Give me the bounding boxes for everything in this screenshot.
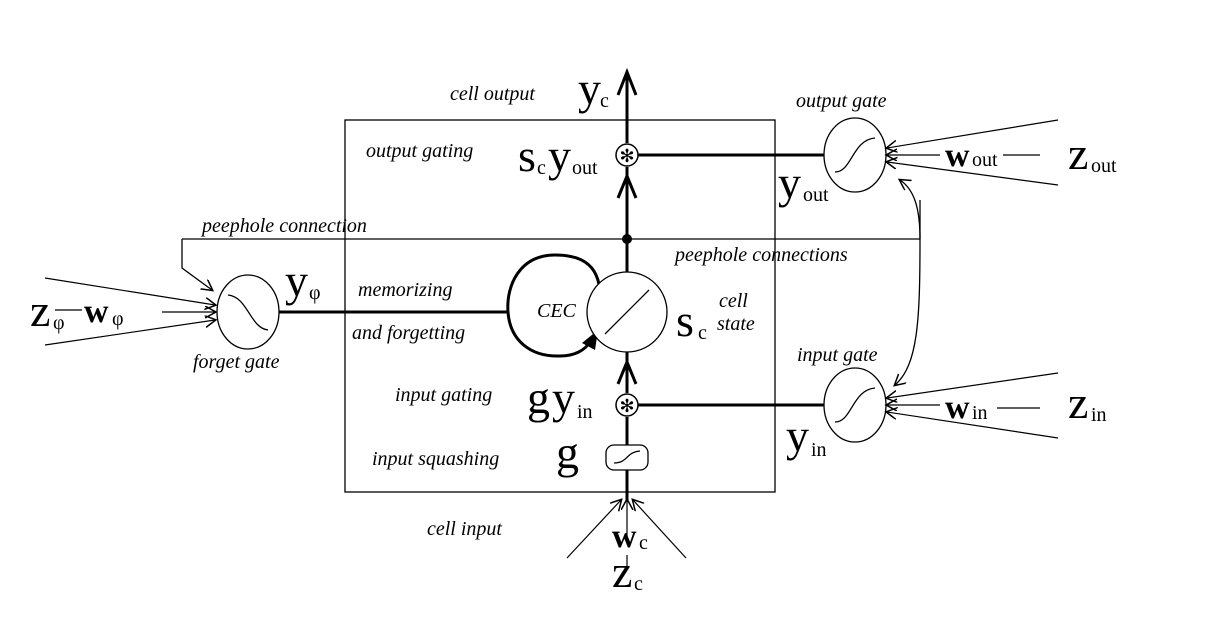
label-and-forgetting: and forgetting <box>352 322 465 344</box>
symbol-y-c: y c <box>578 63 609 114</box>
forget-gate-sigmoid <box>216 274 280 350</box>
symbol-w-in: w in <box>945 389 988 426</box>
svg-text:y: y <box>548 130 571 181</box>
svg-text:w: w <box>612 518 637 555</box>
cell-input-fan <box>566 500 687 568</box>
label-forget-gate: forget gate <box>193 351 280 373</box>
svg-text:w: w <box>84 293 109 330</box>
svg-text:y: y <box>778 157 801 208</box>
svg-text:g: g <box>556 427 579 478</box>
svg-text:w: w <box>945 137 970 174</box>
svg-text:z: z <box>1068 128 1088 179</box>
output-gate-fan <box>887 119 1059 186</box>
svg-text:in: in <box>1091 404 1107 426</box>
symbol-s-c-y-out: s c y out <box>518 130 598 181</box>
label-output-gate: output gate <box>796 90 887 112</box>
symbol-z-phi: z φ <box>30 285 65 336</box>
input-gate-sigmoid <box>823 367 887 443</box>
label-input-gating: input gating <box>395 384 492 406</box>
peephole-to-forget-gate <box>181 239 212 290</box>
symbol-y-out: y out <box>778 157 829 208</box>
svg-text:c: c <box>537 157 546 179</box>
svg-text:y: y <box>786 410 809 461</box>
svg-text:c: c <box>600 90 609 112</box>
input-squashing-node <box>605 444 649 471</box>
peephole-right-curve <box>900 180 921 240</box>
svg-text:y: y <box>578 63 601 114</box>
label-cell: cell <box>719 290 748 312</box>
svg-text:✻: ✻ <box>619 396 634 417</box>
svg-text:in: in <box>577 401 593 423</box>
output-gate-sigmoid <box>823 117 887 193</box>
cell-flow-arrows <box>616 67 638 385</box>
label-memorizing: memorizing <box>358 279 452 301</box>
svg-text:out: out <box>572 157 598 179</box>
symbol-w-c: w c <box>612 518 648 555</box>
svg-text:out: out <box>1091 155 1117 177</box>
svg-text:out: out <box>972 149 998 171</box>
svg-text:out: out <box>803 184 829 206</box>
svg-text:c: c <box>698 322 707 344</box>
symbol-y-phi: y φ <box>285 255 321 306</box>
svg-text:w: w <box>945 389 970 426</box>
symbol-w-out: w out <box>945 137 998 174</box>
svg-text:φ: φ <box>309 282 321 304</box>
svg-text:c: c <box>639 532 648 554</box>
label-input-squashing: input squashing <box>372 448 499 470</box>
label-state: state <box>717 313 755 335</box>
output-gating-multiplier: ✻ <box>615 143 639 167</box>
cell-block-box <box>344 119 776 493</box>
peephole-right-curve-lower <box>895 238 921 385</box>
svg-text:✻: ✻ <box>619 146 634 167</box>
label-peephole-connections: peephole connections <box>673 244 848 266</box>
svg-text:s: s <box>676 295 694 346</box>
forget-gate-fan <box>44 277 215 346</box>
cell-state-node <box>586 271 668 353</box>
input-gate-fan <box>887 372 1059 439</box>
input-gating-multiplier: ✻ <box>615 393 639 417</box>
symbol-g: g <box>556 427 579 478</box>
symbol-z-out: z out <box>1068 128 1117 179</box>
label-peephole-connection: peephole connection <box>200 215 367 237</box>
svg-text:φ: φ <box>112 308 124 330</box>
svg-text:g: g <box>527 372 550 423</box>
symbol-y-in: y in <box>786 410 827 461</box>
symbol-z-in: z in <box>1068 377 1107 428</box>
peephole-junction-dot <box>622 234 632 244</box>
svg-text:in: in <box>972 402 988 424</box>
label-cec: CEC <box>537 300 577 322</box>
symbol-w-phi: w φ <box>84 293 124 330</box>
label-cell-output: cell output <box>450 83 535 105</box>
svg-text:s: s <box>518 130 536 181</box>
symbol-g-y-in: g y in <box>527 372 593 423</box>
svg-text:z: z <box>1068 377 1088 428</box>
svg-text:y: y <box>552 372 575 423</box>
svg-text:z: z <box>612 546 632 597</box>
label-input-gate: input gate <box>797 344 878 366</box>
svg-text:c: c <box>634 573 643 595</box>
svg-text:φ: φ <box>53 312 65 334</box>
symbol-z-c: z c <box>612 546 643 597</box>
label-output-gating: output gating <box>366 140 473 162</box>
svg-text:y: y <box>285 255 308 306</box>
svg-text:z: z <box>30 285 50 336</box>
svg-text:in: in <box>811 439 827 461</box>
label-cell-input: cell input <box>427 518 502 540</box>
symbol-s-c: s c <box>676 295 707 346</box>
